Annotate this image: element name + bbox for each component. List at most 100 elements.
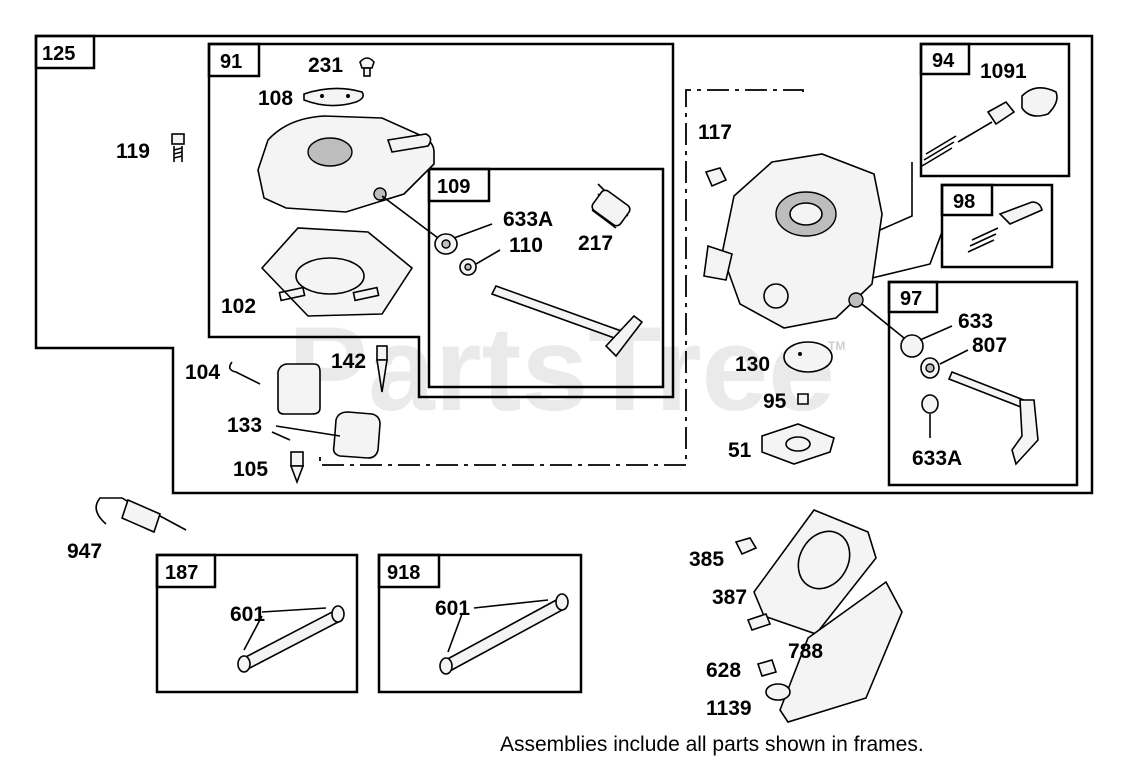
leader-601-a bbox=[243, 607, 327, 651]
upper-body-bore bbox=[307, 137, 353, 167]
frame-94-border bbox=[919, 42, 1071, 178]
frame-91-border bbox=[207, 42, 675, 399]
leader-98-to-body bbox=[871, 231, 943, 279]
leader-633-shaft bbox=[861, 303, 905, 339]
idle-screw-body bbox=[998, 201, 1043, 225]
part-628-screw bbox=[756, 659, 778, 677]
frame-187-number: 187 bbox=[165, 562, 198, 584]
frame-918-tab bbox=[377, 553, 441, 589]
label-108: 108 bbox=[258, 87, 293, 110]
frame-125-border bbox=[34, 34, 1094, 495]
pin-104-shape bbox=[228, 361, 261, 385]
frame-97-number: 97 bbox=[900, 288, 922, 310]
frame-97-tab bbox=[887, 280, 939, 314]
frame-918-border bbox=[377, 553, 583, 694]
frame-109-border bbox=[427, 167, 665, 389]
carb-body-bowl-boss bbox=[763, 283, 789, 309]
label-601-b: 601 bbox=[435, 597, 470, 620]
gasket-102-slot-a bbox=[278, 286, 306, 302]
frame-125: 125 bbox=[34, 34, 1094, 495]
label-1139: 1139 bbox=[706, 697, 752, 720]
carb-body-casting bbox=[721, 153, 883, 329]
label-385: 385 bbox=[689, 548, 724, 571]
part-choke-shaft bbox=[947, 370, 1039, 466]
gasket-51-shape bbox=[761, 423, 835, 465]
frame-91-tab bbox=[207, 42, 261, 78]
label-788: 788 bbox=[788, 640, 823, 663]
choke-shaft-lever bbox=[1011, 399, 1039, 466]
gasket-51-bore bbox=[785, 436, 811, 452]
frame-98-tab bbox=[940, 183, 994, 217]
tube-601-a-end-left bbox=[237, 655, 251, 673]
part-95-screw bbox=[797, 393, 809, 405]
leader-frame-94 bbox=[879, 162, 913, 231]
frame-918-number: 918 bbox=[387, 562, 420, 584]
idle-screw-spring bbox=[967, 227, 999, 253]
frame-109: 109 bbox=[427, 167, 665, 389]
label-633A-top: 633A bbox=[503, 208, 553, 231]
needle-142-tip bbox=[376, 359, 388, 393]
part-217-spring bbox=[591, 183, 631, 229]
tube-601-a-end-right bbox=[331, 605, 345, 623]
assembly-dashed-line bbox=[319, 89, 804, 466]
frame-91-number: 91 bbox=[220, 51, 242, 73]
leader-frame-98 bbox=[871, 231, 943, 279]
solenoid-947-body bbox=[121, 498, 161, 534]
plate-130-disc bbox=[783, 341, 833, 373]
plate-130-hole bbox=[798, 352, 802, 356]
leader-601-b bbox=[447, 599, 549, 653]
washer-633A-hole bbox=[441, 239, 451, 249]
frame-125-number: 125 bbox=[42, 43, 75, 65]
gasket-102-bore bbox=[295, 257, 365, 295]
knob-1091-shape bbox=[1021, 87, 1058, 117]
valve-105-tip bbox=[289, 465, 305, 485]
part-633A-washer-top bbox=[434, 233, 458, 255]
watermark-trademark: TM bbox=[828, 339, 845, 353]
gasket-102-slot-b bbox=[352, 286, 380, 302]
frame-98-number: 98 bbox=[953, 191, 975, 213]
label-51: 51 bbox=[728, 439, 752, 462]
washer-633-outer bbox=[900, 334, 924, 358]
part-807-seal bbox=[920, 357, 940, 379]
part-385-fitting bbox=[734, 537, 758, 556]
part-104-pin bbox=[228, 361, 261, 385]
leader-633A-top bbox=[381, 195, 439, 239]
label-117: 117 bbox=[698, 121, 732, 144]
bracket-788-plate bbox=[779, 580, 903, 723]
bolt-119-thread bbox=[173, 146, 183, 162]
part-142-needle bbox=[376, 345, 388, 393]
part-mixture-screw bbox=[921, 100, 1016, 167]
washer-633A-bottom-outer bbox=[921, 394, 939, 414]
tube-601-b-end-left bbox=[439, 657, 453, 675]
gasket-108-hole-b bbox=[346, 94, 350, 98]
frame-187: 187 bbox=[155, 553, 359, 694]
part-main-carb-body bbox=[703, 153, 883, 329]
frame-187-border bbox=[155, 553, 359, 694]
float-133-left-pontoon bbox=[277, 363, 321, 415]
label-601-a: 601 bbox=[230, 603, 265, 626]
part-105-valve bbox=[289, 451, 305, 485]
bolt-119-head bbox=[171, 133, 185, 145]
part-947-solenoid bbox=[95, 497, 187, 534]
frame-94-tab bbox=[919, 42, 971, 76]
tube-601-b-end-right bbox=[555, 593, 569, 611]
frame-98-border bbox=[940, 183, 1054, 269]
fitting-385 bbox=[734, 537, 758, 556]
upper-body-casting bbox=[257, 115, 435, 213]
part-110-seal bbox=[459, 258, 477, 276]
dashed-leader bbox=[319, 89, 804, 466]
leader-lines-601 bbox=[243, 599, 549, 653]
part-633-washer bbox=[900, 334, 924, 358]
part-633A-washer-bottom bbox=[921, 394, 939, 414]
part-102-gasket bbox=[260, 227, 414, 317]
part-51-gasket bbox=[761, 423, 835, 465]
float-133-arm bbox=[271, 425, 341, 441]
frame-109-tab bbox=[427, 167, 491, 203]
label-133: 133 bbox=[227, 414, 262, 437]
label-142: 142 bbox=[331, 350, 366, 373]
leader-633A-label bbox=[453, 223, 493, 239]
frame-109-number: 109 bbox=[437, 176, 470, 198]
part-601-tube-b bbox=[439, 593, 569, 675]
